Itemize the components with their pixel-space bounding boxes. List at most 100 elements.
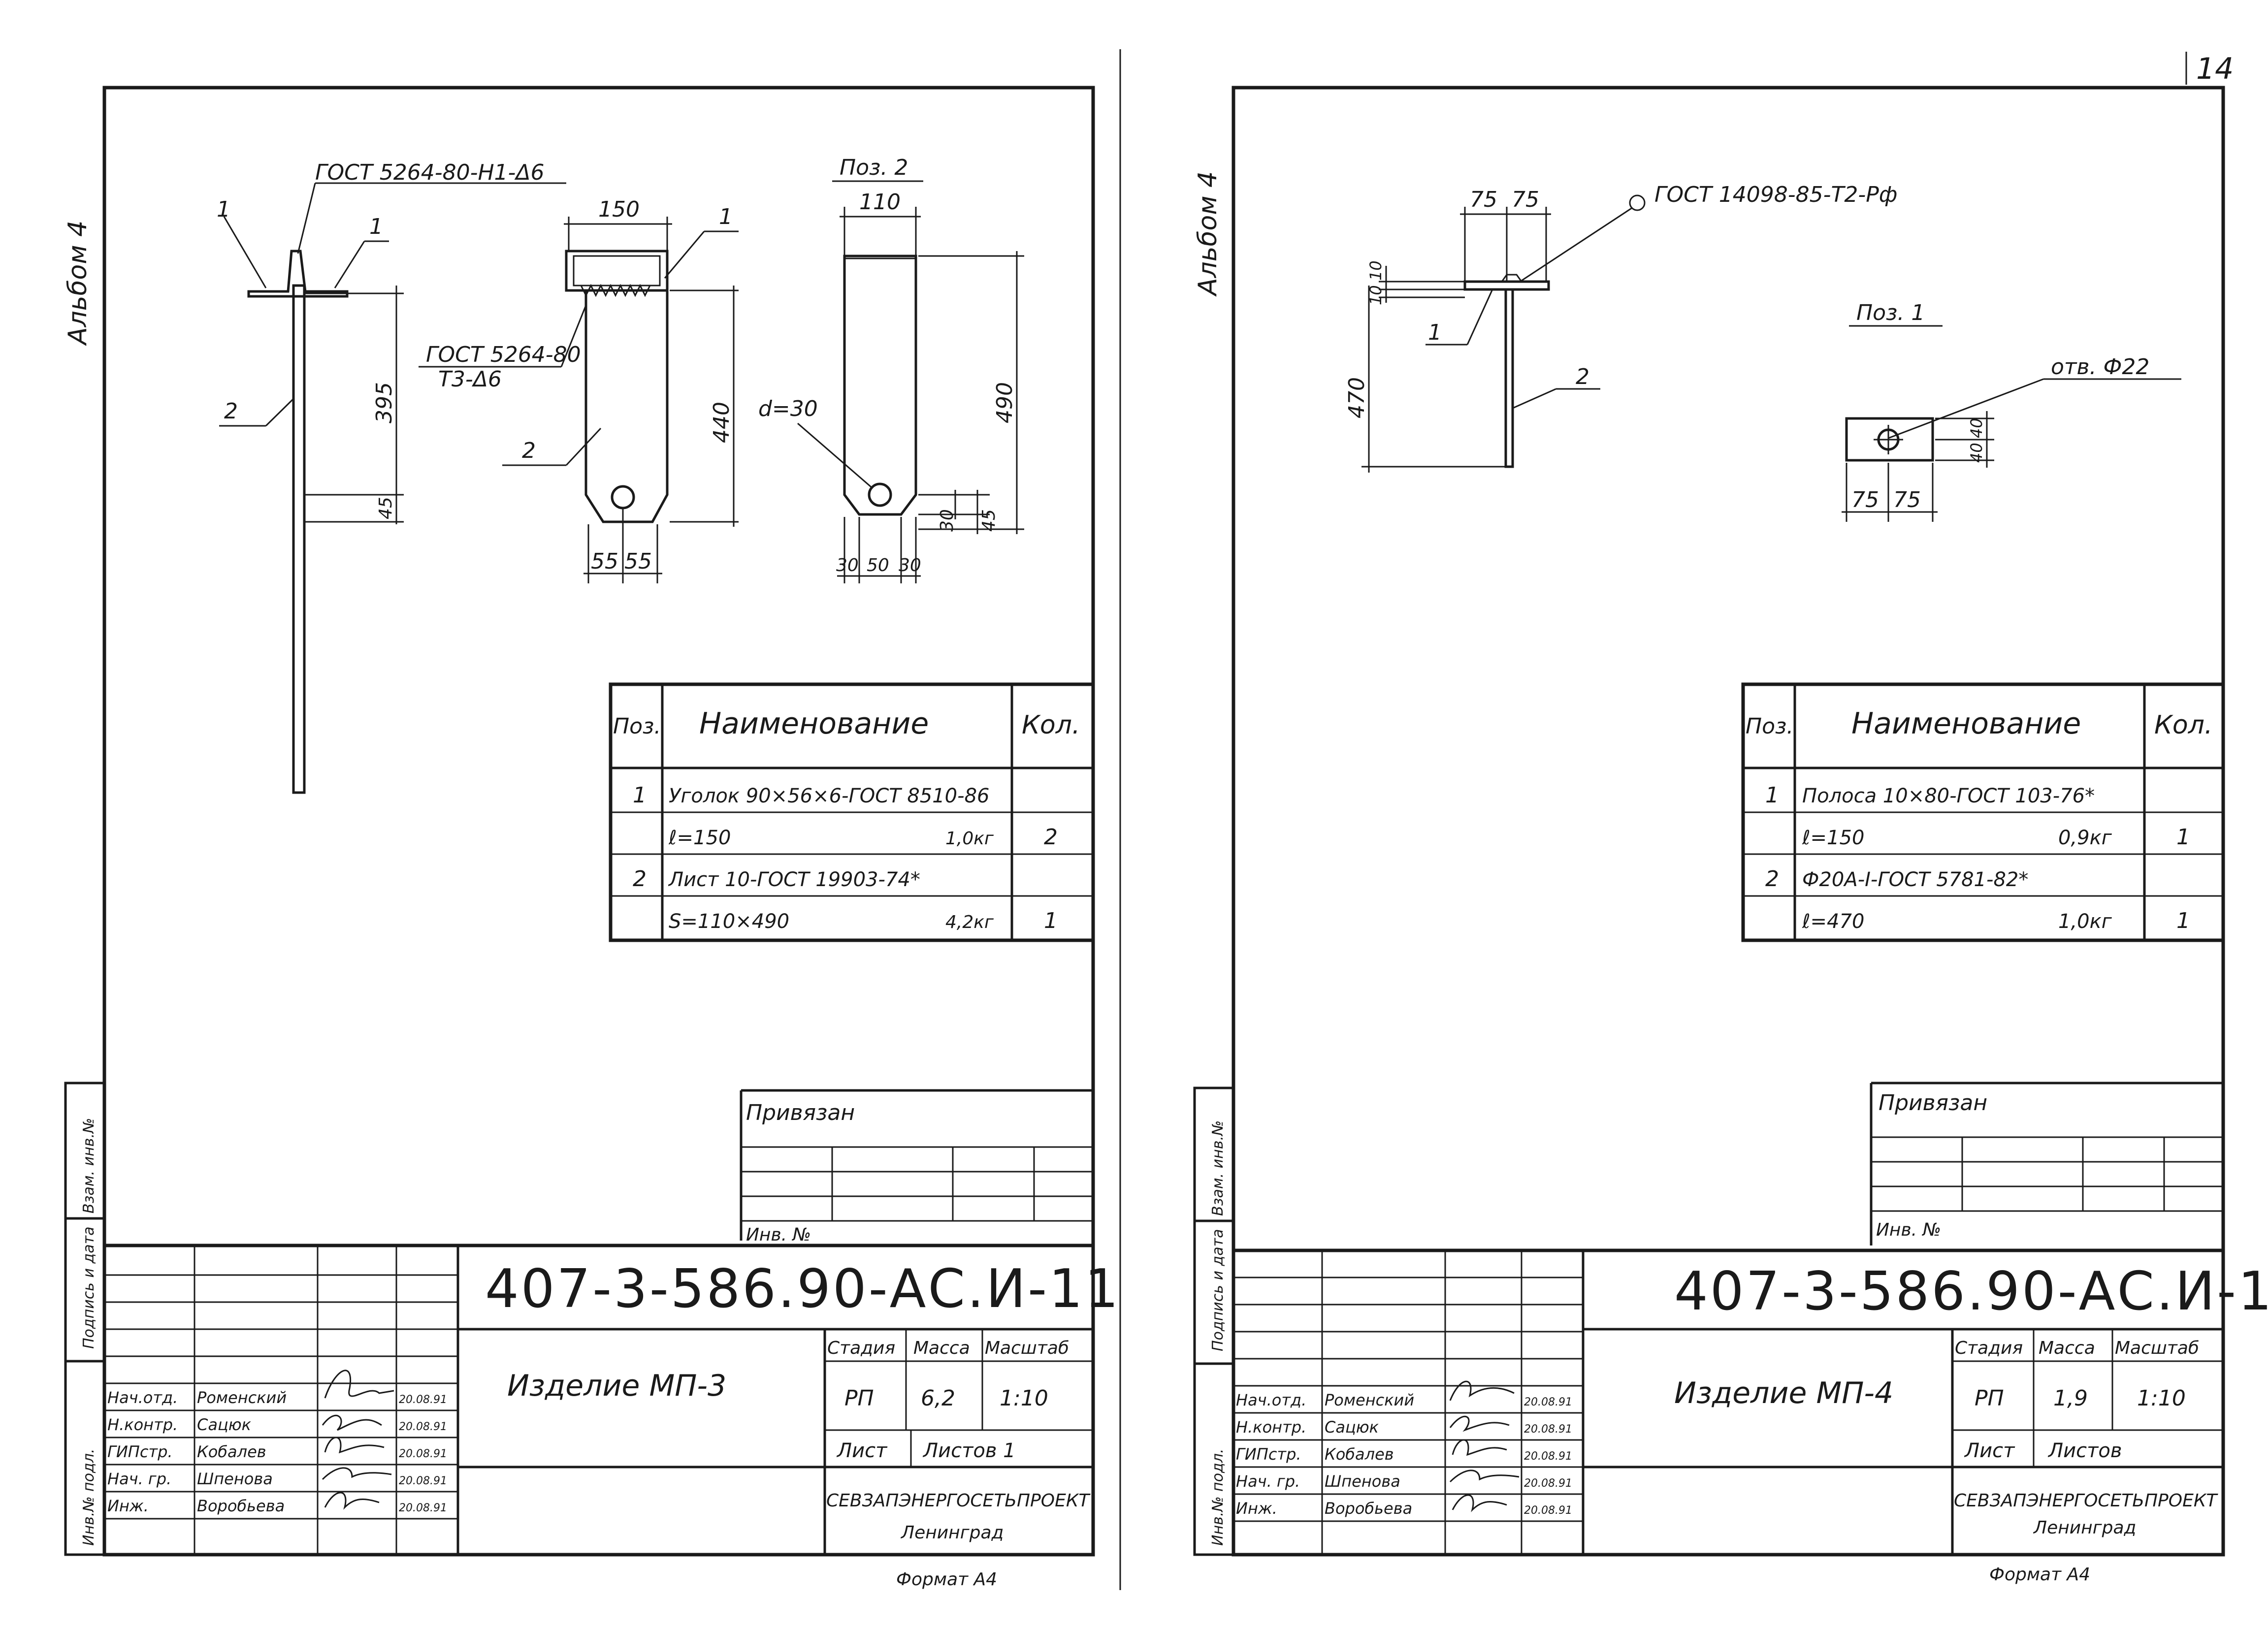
table-cell: 1 [1044,908,1058,933]
org-name: СЕВЗАПЭНЕРГОСЕТЬПРОЕКТ [826,1491,1091,1511]
dim-45-left: 45 [376,497,396,519]
staff-name: Роменский [1325,1391,1414,1409]
staff-date: 20.08.91 [399,1421,447,1433]
dim-75a: 75 [1470,187,1497,212]
table-header-name: Наименование [699,706,929,741]
staff-date: 20.08.91 [399,1502,447,1514]
poz2-label: Поз. 2 [840,155,908,180]
sheet-right: Взам. инв.№ Подпись и дата Инв.№ подл. А… [1193,86,2268,1585]
inv-label: Инв. № [746,1225,811,1245]
org-name: СЕВЗАПЭНЕРГОСЕТЬПРОЕКТ [1954,1491,2218,1511]
right-frame [1231,86,2225,1557]
poz1-label: Поз. 1 [1856,300,1925,325]
page-number: 14 [2196,52,2234,86]
dim-55a: 55 [591,549,618,574]
dim-40a: 40 [1967,443,1986,463]
staff-role: Нач. гр. [1236,1472,1300,1491]
dim-110: 110 [859,190,901,215]
table-cell: Полоса 10×80-ГОСТ 103-76* [1802,785,2095,807]
callout-2: 2 [1576,364,1589,389]
sheets-label: Листов 1 [922,1439,1016,1462]
staff-name: Воробьева [1325,1499,1412,1518]
privyazan-label: Привязан [1879,1090,1987,1116]
detail-mp3-front: ГОСТ 5264-80 Т3-Δ6 150 1 2 [419,197,739,583]
gost-top-label: ГОСТ 5264-80-Н1-Δ6 [315,160,545,185]
scale-header: Масштаб [2115,1338,2199,1358]
format-label: Формат А4 [896,1569,997,1590]
dim-30b: 30 [899,555,921,575]
table-cell: Лист 10-ГОСТ 19903-74* [668,868,920,891]
dim-75d: 75 [1893,487,1921,512]
privyazan-block-right: Привязан Инв. № [1870,1082,2223,1245]
callout-2b: 2 [522,438,536,463]
table-header-qty: Кол. [1022,710,1080,740]
side-label-vzam: Взам. инв.№ [1209,1120,1227,1216]
staff-date: 20.08.91 [1524,1504,1572,1517]
table-cell: 1,0кг [2058,910,2112,933]
hole-label: d=30 [758,396,818,421]
sheet-left: Взам. инв.№ Подпись и дата Инв.№ подл. А… [63,86,1118,1590]
dim-40b: 40 [1967,418,1986,438]
side-label-invpodl: Инв.№ подл. [1209,1449,1227,1546]
staff-role: Н.контр. [107,1415,178,1434]
staff-role: Инж. [1236,1499,1277,1518]
table-cell: 1 [2176,908,2190,933]
left-frame [102,86,1095,1557]
table-cell: 1,0кг [945,829,994,849]
org-city: Ленинград [2033,1518,2136,1538]
table-cell: 2 [633,866,647,892]
format-label: Формат А4 [1989,1564,2090,1585]
dim-45-right: 45 [979,509,999,532]
staff-role: Н.контр. [1236,1418,1306,1436]
gost-top-label: ГОСТ 14098-85-Т2-Рф [1654,182,1897,207]
callout-1a: 1 [217,197,230,222]
table-cell: Ф20А-I-ГОСТ 5781-82* [1802,868,2028,891]
dim-440: 440 [709,402,734,443]
staff-role: Инж. [107,1497,149,1515]
mass-value: 1,9 [2053,1386,2088,1411]
staff-date: 20.08.91 [399,1394,447,1406]
sheets-label: Листов [2047,1439,2122,1462]
dim-490: 490 [992,382,1017,423]
title-block-right: 407-3-586.90-АС.И-12 Изделие МП-4 Стадия… [1233,1248,2268,1585]
table-cell: S=110×490 [669,910,789,933]
signature [1449,1380,1515,1401]
dim-395: 395 [372,382,397,423]
side-label-podpis: Подпись и дата [80,1227,97,1349]
title-block-left: 407-3-586.90-АС.И-11 Изделие МП-3 Стадия… [104,1244,1118,1590]
signature [324,1370,394,1399]
staff-date: 20.08.91 [1524,1450,1572,1463]
side-label-podpis: Подпись и дата [1209,1229,1227,1352]
table-cell: 2 [1765,866,1779,892]
staff-name: Кобалев [1325,1445,1394,1464]
table-cell: 0,9кг [2058,827,2112,849]
dim-470: 470 [1344,377,1369,418]
staff-role: ГИПстр. [107,1442,173,1461]
callout-1: 1 [1428,320,1442,345]
stage-header: Стадия [1955,1338,2023,1358]
staff-date: 20.08.91 [399,1448,447,1460]
dim-75c: 75 [1851,487,1879,512]
callout-1b: 1 [369,214,383,239]
side-label-invpodl: Инв.№ подл. [80,1449,97,1546]
item-title: Изделие МП-3 [507,1369,726,1403]
signature [1452,1494,1507,1512]
detail-mp4-side: ГОСТ 14098-85-Т2-Рф 75 75 10 10 [1344,182,1897,473]
staff-name: Сацюк [197,1415,252,1434]
callout-1c: 1 [719,204,733,229]
table-header-poz: Поз. [613,714,661,739]
mass-header: Масса [2039,1338,2095,1358]
dim-30a: 30 [836,555,859,575]
album-label: Альбом 4 [1193,171,1223,297]
privyazan-label: Привязан [746,1100,855,1125]
spec-table-left: Поз. Наименование Кол. 1 Уголок 90×56×6-… [609,682,1095,942]
stage-value: РП [1975,1386,2004,1411]
signature [324,1436,385,1454]
dim-55b: 55 [624,549,652,574]
detail-mp3-side: ГОСТ 5264-80-Н1-Δ6 1 1 2 395 45 [217,160,566,794]
scale-value: 1:10 [2137,1386,2186,1411]
side-label-vzam: Взам. инв.№ [80,1118,97,1213]
staff-date: 20.08.91 [1524,1396,1572,1408]
item-title: Изделие МП-4 [1674,1376,1893,1410]
mass-header: Масса [913,1338,970,1358]
